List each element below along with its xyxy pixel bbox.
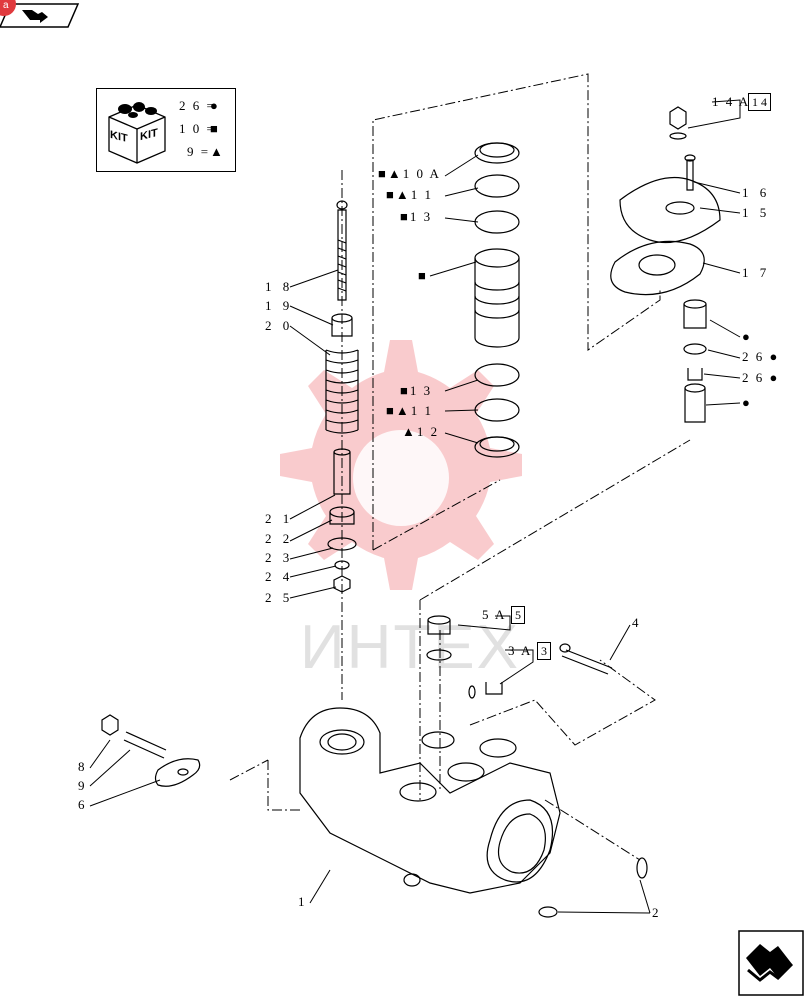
kit-legend-row-2: 1 0 = — [179, 121, 216, 136]
callout-11-top: ■▲1 1 — [386, 187, 433, 202]
callout-14-box: 1 4 — [748, 93, 771, 111]
kit-legend-symbol-3: ▲ — [210, 144, 227, 159]
callout-26-a: 2 6 ● — [742, 349, 780, 364]
callout-piston: ■ — [418, 268, 430, 283]
callout-10: ■▲1 0 A — [378, 166, 441, 181]
callout-14: 1 4 A — [712, 94, 751, 109]
kit-legend-row-3: 9 = — [187, 144, 211, 159]
callout-1: 1 — [298, 894, 309, 909]
top-badge — [0, 0, 16, 16]
kit-legend: KIT KIT 2 6 = ● 1 0 = ■ 9 = ▲ — [96, 88, 236, 172]
callout-24: 2 4 — [265, 569, 294, 584]
callout-6: 6 — [78, 797, 89, 812]
callout-16: 1 6 — [742, 185, 771, 200]
callout-21: 2 1 — [265, 511, 294, 526]
callout-3-box: 3 — [537, 642, 551, 660]
callout-12: ▲1 2 — [402, 424, 440, 439]
callout-valve-dot-bottom: ● — [742, 395, 754, 410]
watermark-text: ИНТЕХ — [300, 613, 520, 682]
callout-3: 3 A — [508, 643, 533, 658]
kit-legend-row-1: 2 6 = — [179, 98, 216, 113]
callout-13-top: ■1 3 — [400, 209, 433, 224]
callout-4: 4 — [632, 615, 643, 630]
callout-18: 1 8 — [265, 279, 294, 294]
top-badge-label: a — [3, 0, 9, 11]
callout-19: 1 9 — [265, 298, 294, 313]
nav-forward-arrow-icon — [738, 930, 804, 996]
kit-legend-symbol-2: ■ — [210, 121, 222, 136]
callout-15: 1 5 — [742, 205, 771, 220]
kit-legend-symbol-1: ● — [210, 98, 222, 113]
callout-22: 2 2 — [265, 531, 294, 546]
callout-13-bottom: ■1 3 — [400, 383, 433, 398]
callout-2: 2 — [652, 905, 663, 920]
callout-5-box: 5 — [511, 606, 525, 624]
nav-arrow-icon — [0, 3, 80, 28]
callout-8: 8 — [78, 759, 89, 774]
callout-9: 9 — [78, 778, 89, 793]
callout-25: 2 5 — [265, 590, 294, 605]
callout-20: 2 0 — [265, 318, 294, 333]
forward-nav-button[interactable] — [738, 930, 804, 996]
callout-valve-dot-top: ● — [742, 329, 754, 344]
kit-box-icon — [108, 102, 166, 164]
callout-26-b: 2 6 ● — [742, 370, 780, 385]
callout-11-bottom: ■▲1 1 — [386, 403, 433, 418]
callout-5: 5 A — [482, 607, 507, 622]
back-nav-button[interactable] — [0, 0, 80, 30]
callout-17: 1 7 — [742, 265, 771, 280]
callout-23: 2 3 — [265, 550, 294, 565]
